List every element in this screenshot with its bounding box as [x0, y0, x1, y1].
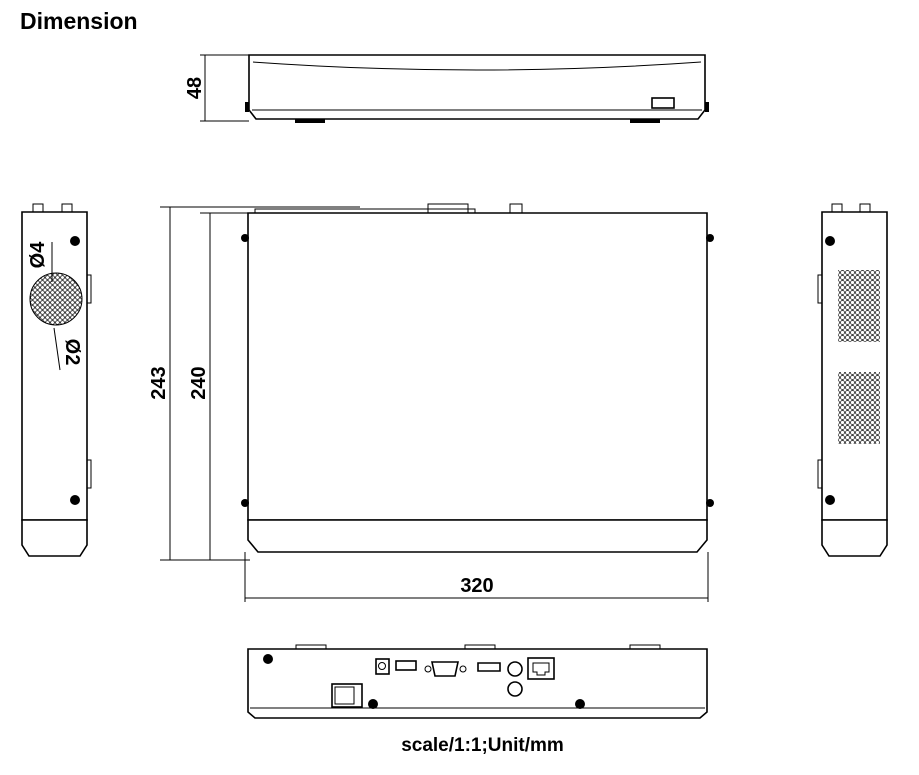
top-view: 243 240 320: [148, 203, 714, 602]
front-label-plate: [651, 97, 675, 109]
overall-depth-dimension: 243: [148, 366, 170, 399]
ethernet-port: [527, 657, 555, 680]
width-dimension: 320: [460, 575, 493, 597]
body-depth-dimension: 240: [188, 366, 210, 399]
dc-power-jack: [375, 658, 390, 675]
vga-port: [431, 661, 459, 677]
height-dimension: 48: [184, 77, 206, 99]
hdmi-port: [477, 662, 501, 672]
right-side-view: [817, 203, 888, 557]
back-view: [247, 644, 708, 719]
rs485-terminal: [395, 660, 417, 671]
drawing-title: Dimension: [20, 8, 138, 34]
hole-large-dimension: Ø4: [27, 241, 49, 269]
vent-grille-upper: [838, 270, 880, 342]
scale-caption: scale/1:1;Unit/mm: [401, 735, 564, 756]
speaker-grille: [29, 272, 83, 326]
front-view: 48: [184, 54, 709, 123]
left-side-view: Ø4 Ø2: [21, 203, 92, 557]
hole-small-dimension: Ø2: [61, 339, 83, 366]
audio-in-port: [507, 681, 523, 697]
vent-grille-lower: [838, 372, 880, 444]
audio-out-port: [507, 661, 523, 677]
